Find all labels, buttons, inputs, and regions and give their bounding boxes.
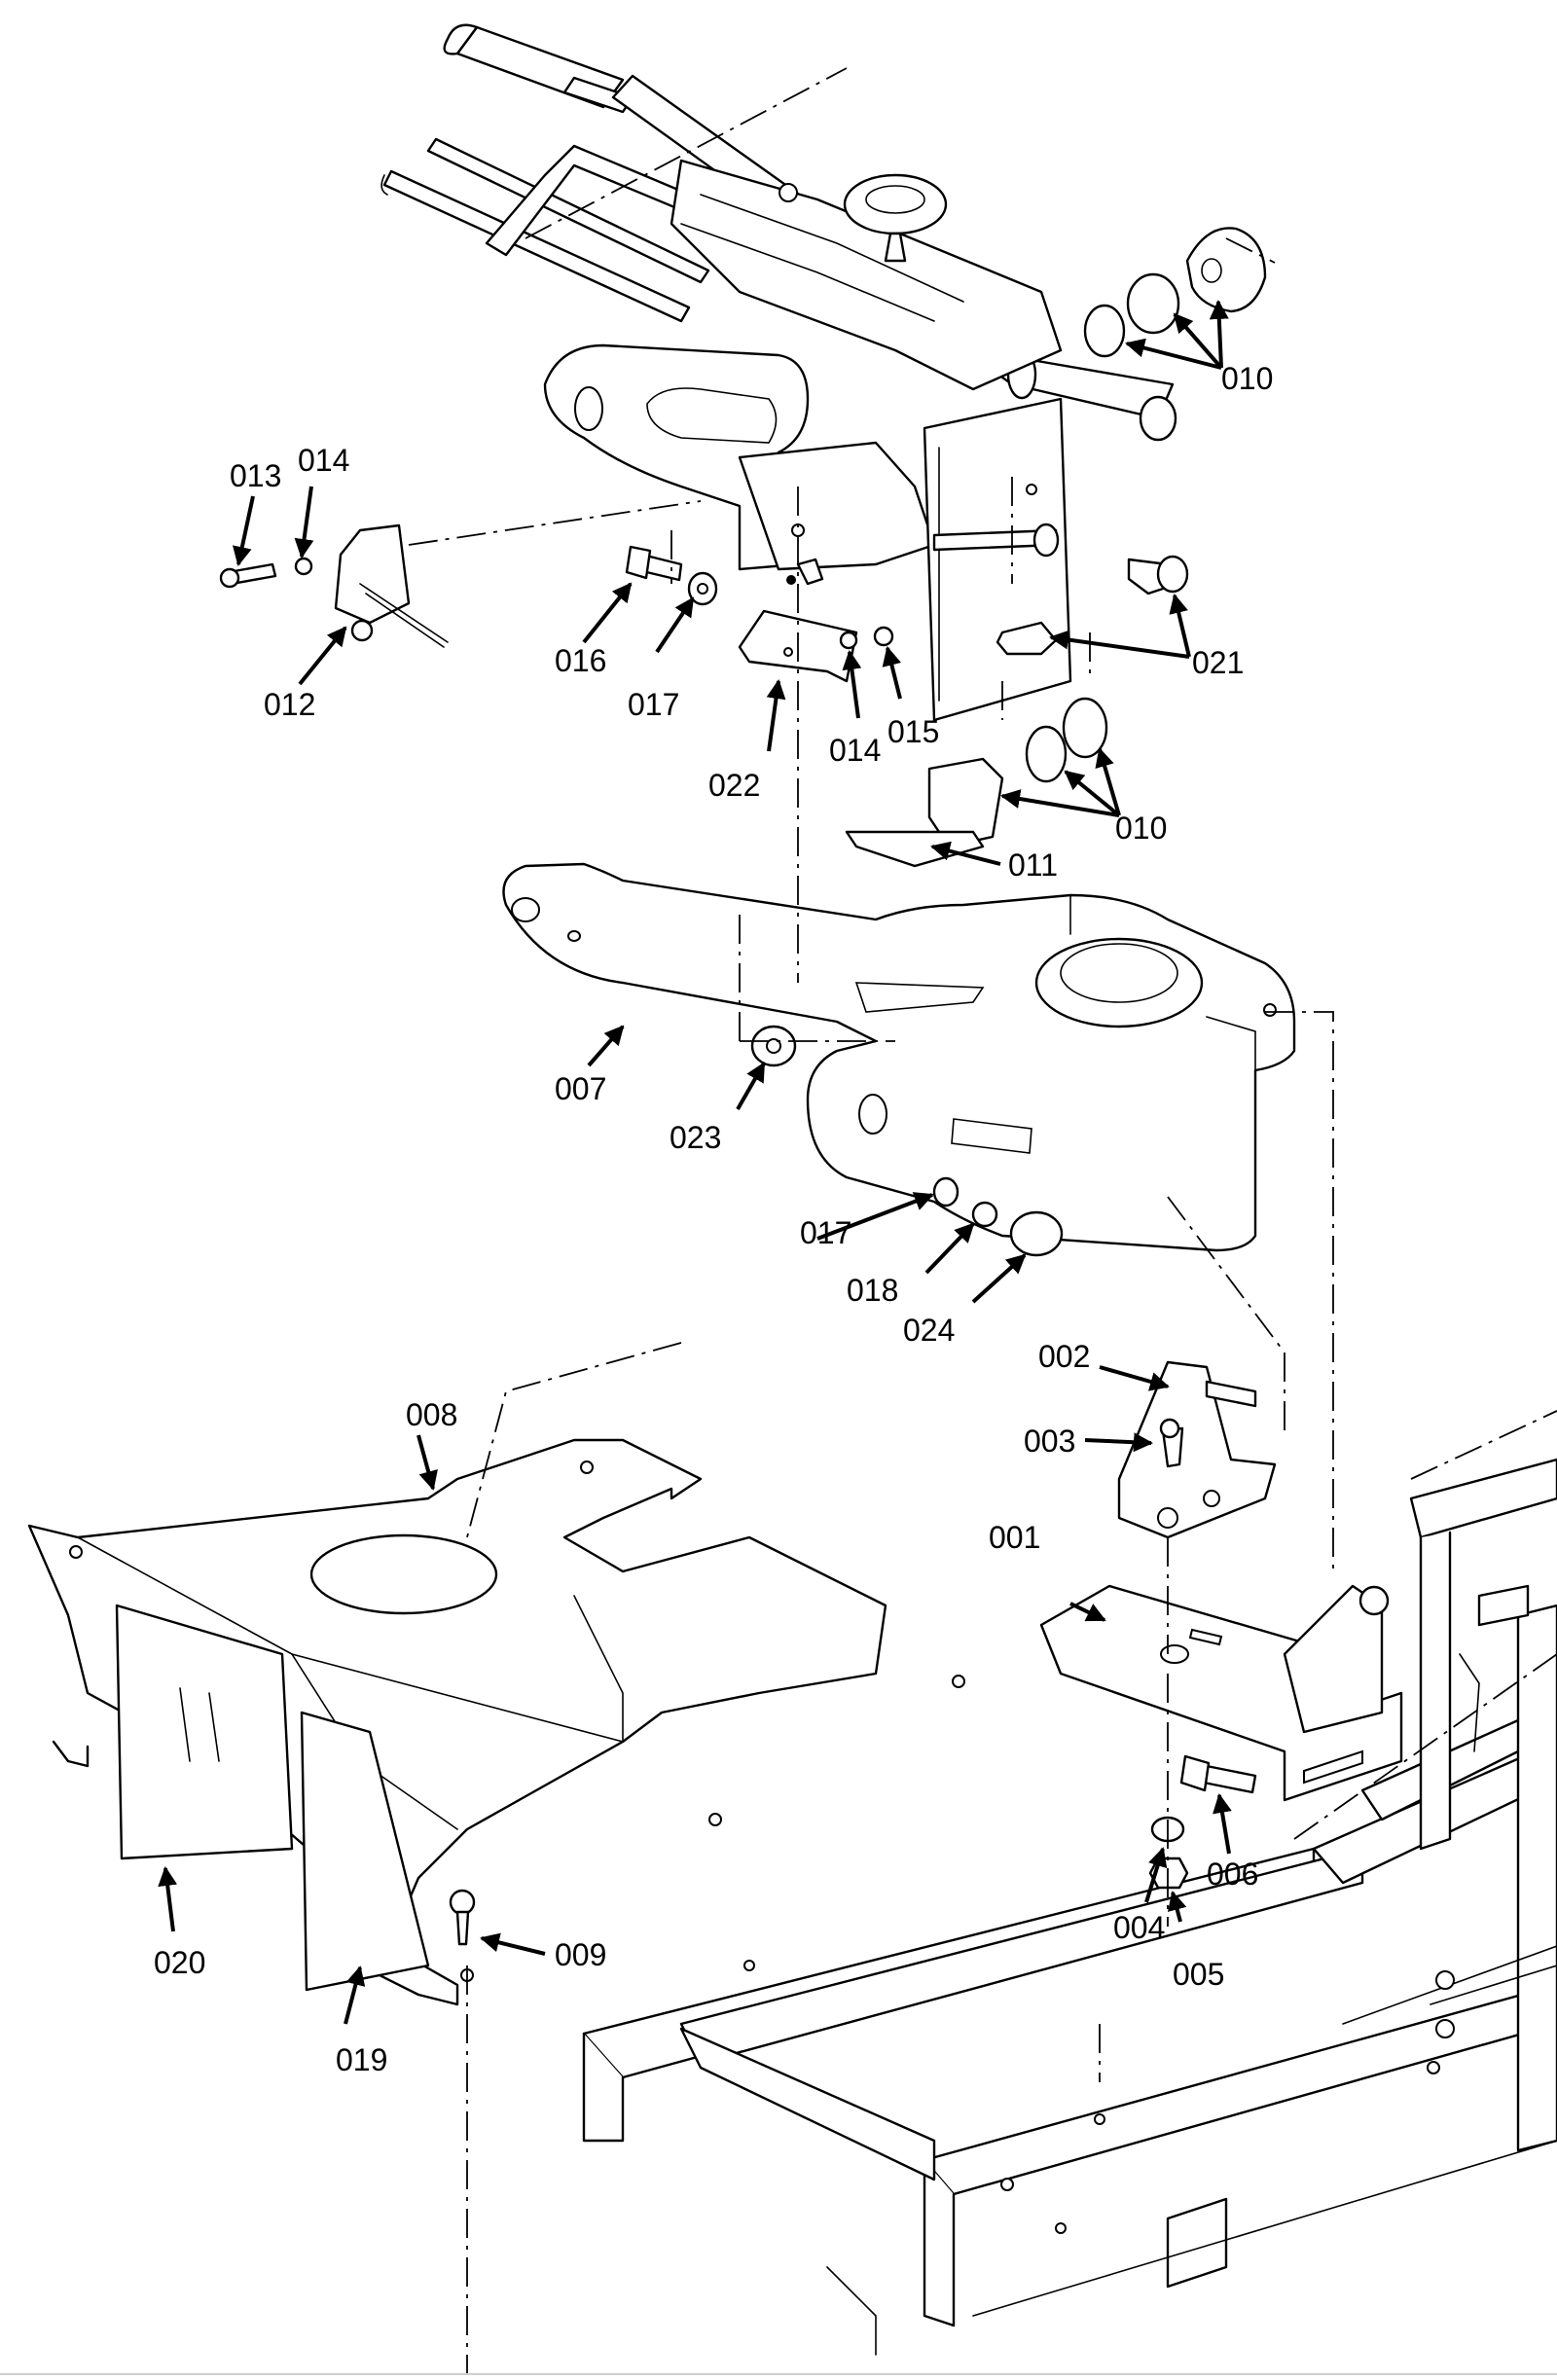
callout-003: 003	[1024, 1424, 1075, 1459]
switch-body	[927, 757, 1004, 848]
callout-017-top: 017	[628, 687, 679, 722]
callout-005: 005	[1173, 1957, 1224, 1992]
assembly-centerlines	[408, 67, 1557, 2374]
washer-014	[294, 557, 313, 576]
callout-023: 023	[670, 1120, 721, 1155]
callout-010-top: 010	[1221, 361, 1273, 396]
frame-rails	[582, 1458, 1557, 2356]
callout-016: 016	[555, 643, 606, 678]
callout-013: 013	[230, 458, 281, 493]
callout-015: 015	[887, 714, 939, 749]
cap-010-top	[1185, 227, 1267, 313]
callout-014-right: 014	[829, 733, 881, 768]
ring-010-mid-b	[1062, 697, 1108, 759]
nut-010-top	[1126, 272, 1180, 335]
upright-bracket-part	[1117, 1360, 1277, 1539]
callout-011: 011	[1008, 847, 1058, 883]
ring-010-mid-a	[1025, 725, 1068, 783]
callout-017-lower: 017	[800, 1215, 851, 1250]
nut-021	[996, 621, 1058, 656]
callout-006: 006	[1207, 1857, 1258, 1892]
callout-009: 009	[555, 1937, 606, 1972]
washer-017b	[932, 1176, 960, 1208]
callout-022: 022	[708, 768, 760, 803]
bolt-006	[1202, 1764, 1257, 1794]
nut-018	[971, 1201, 998, 1228]
callout-002: 002	[1038, 1339, 1090, 1374]
callout-024: 024	[903, 1313, 955, 1348]
callout-021: 021	[1192, 645, 1244, 680]
callout-020: 020	[154, 1945, 205, 1980]
switch-bracket-011	[845, 830, 985, 868]
callout-018: 018	[847, 1273, 898, 1308]
callout-leaders	[158, 300, 1232, 2025]
callout-014-left: 014	[298, 443, 349, 478]
nut-015	[873, 626, 894, 647]
steering-handle-assembly	[380, 23, 1177, 722]
mount-bracket-part	[1039, 1584, 1403, 1802]
hardware-parts	[219, 227, 1267, 1946]
callout-004: 004	[1113, 1910, 1165, 1945]
main-arm-part	[502, 862, 1296, 1252]
callout-001: 001	[989, 1520, 1040, 1555]
switch-bracket-012	[334, 523, 411, 625]
callout-labels: 001 002 003 004 005 006 007 008 009 010 …	[154, 361, 1273, 2077]
callout-007: 007	[555, 1071, 606, 1106]
callout-010-mid: 010	[1115, 811, 1167, 846]
deck-cover-plate	[27, 1438, 965, 2006]
screw-009	[449, 1889, 476, 1916]
callout-019: 019	[336, 2042, 387, 2077]
ring-010-top-a	[1083, 304, 1126, 358]
callout-012: 012	[264, 687, 315, 722]
washer-014b	[839, 631, 858, 650]
cap-024	[1009, 1210, 1064, 1257]
callout-008: 008	[406, 1397, 457, 1432]
